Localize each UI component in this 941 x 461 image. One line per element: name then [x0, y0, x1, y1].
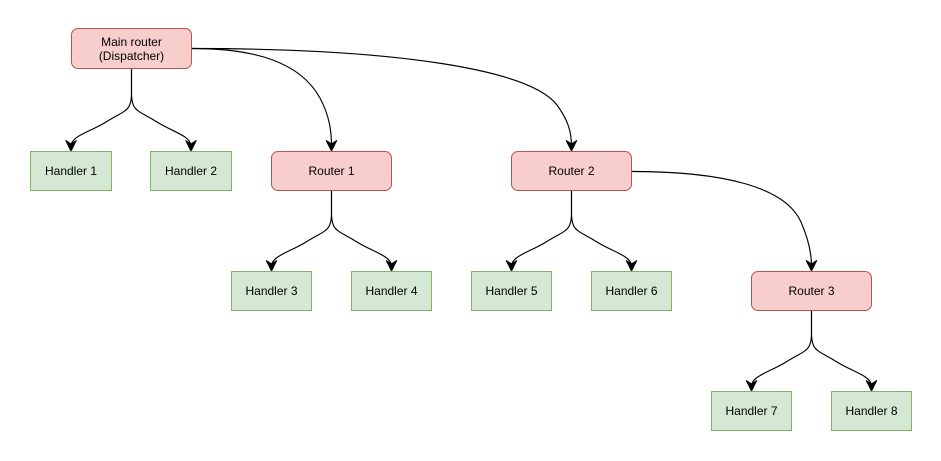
edge-router-3-to-handler-7	[745, 310, 813, 392]
arrow-head-icon	[805, 260, 818, 272]
edge-router-1-to-handler-4	[330, 190, 398, 272]
arrow-head-icon	[745, 380, 758, 392]
node-handler-1[interactable]: Handler 1	[30, 151, 112, 191]
node-handler-5[interactable]: Handler 5	[471, 271, 552, 311]
arrow-head-icon	[865, 380, 878, 392]
node-handler-7[interactable]: Handler 7	[711, 391, 792, 431]
edge-router-3-to-handler-8	[810, 310, 878, 392]
node-handler-4[interactable]: Handler 4	[351, 271, 432, 311]
node-router-1[interactable]: Router 1	[271, 151, 392, 191]
node-router-3[interactable]: Router 3	[751, 271, 872, 311]
arrow-head-icon	[625, 260, 638, 272]
arrow-head-icon	[325, 140, 338, 152]
node-handler-3[interactable]: Handler 3	[231, 271, 312, 311]
edge-router-2-to-handler-5	[505, 190, 573, 272]
node-router-2[interactable]: Router 2	[511, 151, 632, 191]
node-handler-2[interactable]: Handler 2	[150, 151, 232, 191]
node-handler-6[interactable]: Handler 6	[591, 271, 672, 311]
edge-main-router-to-router-1	[191, 47, 338, 152]
arrow-head-icon	[385, 260, 398, 272]
arrow-head-icon	[265, 260, 278, 272]
node-handler-8[interactable]: Handler 8	[831, 391, 912, 431]
edge-router-2-to-router-3	[631, 170, 818, 272]
edge-router-1-to-handler-3	[265, 190, 333, 272]
node-main-router[interactable]: Main router (Dispatcher)	[71, 28, 192, 69]
arrow-head-icon	[505, 260, 518, 272]
arrow-head-icon	[565, 140, 578, 152]
arrow-head-icon	[65, 140, 77, 152]
arrow-head-icon	[185, 140, 197, 152]
edge-main-router-to-handler-2	[130, 68, 197, 152]
edge-main-router-to-router-2	[191, 47, 578, 152]
edge-main-router-to-handler-1	[65, 68, 133, 152]
edge-router-2-to-handler-6	[570, 190, 638, 272]
